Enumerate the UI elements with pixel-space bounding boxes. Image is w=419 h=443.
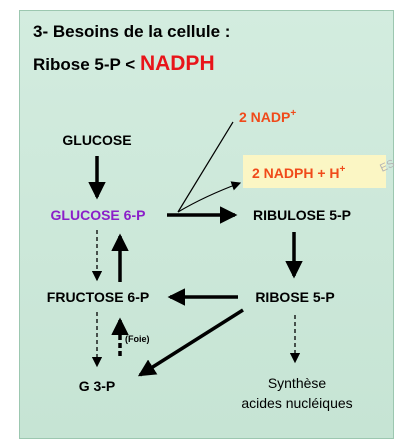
watermark-text: ES (378, 158, 396, 175)
section-title: 3- Besoins de la cellule : (33, 22, 231, 41)
slide-panel: 3- Besoins de la cellule : Ribose 5-P < … (19, 10, 394, 439)
nadph-output-curve (177, 181, 242, 213)
synthesis-label-line2: acides nucléiques (241, 395, 352, 411)
subtitle-prefix: Ribose 5-P < (33, 55, 140, 74)
arrow-ribose-to-g3p (137, 308, 244, 377)
cofactor-nadp-label: 2 NADP (239, 109, 290, 125)
cofactor-nadph-label: 2 NADPH + H (252, 165, 340, 181)
node-ribose-5p: RIBOSE 5-P (255, 289, 334, 305)
cofactor-nadph: 2 NADPH + H+ (252, 164, 346, 181)
node-g3p: G 3-P (79, 378, 116, 394)
subtitle-highlight: NADPH (139, 52, 215, 75)
node-glucose-6p: GLUCOSE 6-P (51, 207, 146, 223)
synthesis-label-line1: Synthèse (268, 375, 327, 391)
liver-note: (Foie) (125, 334, 150, 344)
node-glucose: GLUCOSE (62, 132, 131, 148)
subtitle-line: Ribose 5-P < NADPH (33, 52, 215, 76)
nadph-highlight-box (243, 155, 386, 188)
cofactor-nadph-charge: + (340, 164, 346, 175)
cofactor-nadp: 2 NADP+ (239, 108, 296, 125)
node-fructose-6p: FRUCTOSE 6-P (47, 289, 149, 305)
nadp-input-line (177, 121, 234, 213)
node-ribulose-5p: RIBULOSE 5-P (253, 207, 351, 223)
cofactor-nadp-charge: + (290, 108, 296, 119)
